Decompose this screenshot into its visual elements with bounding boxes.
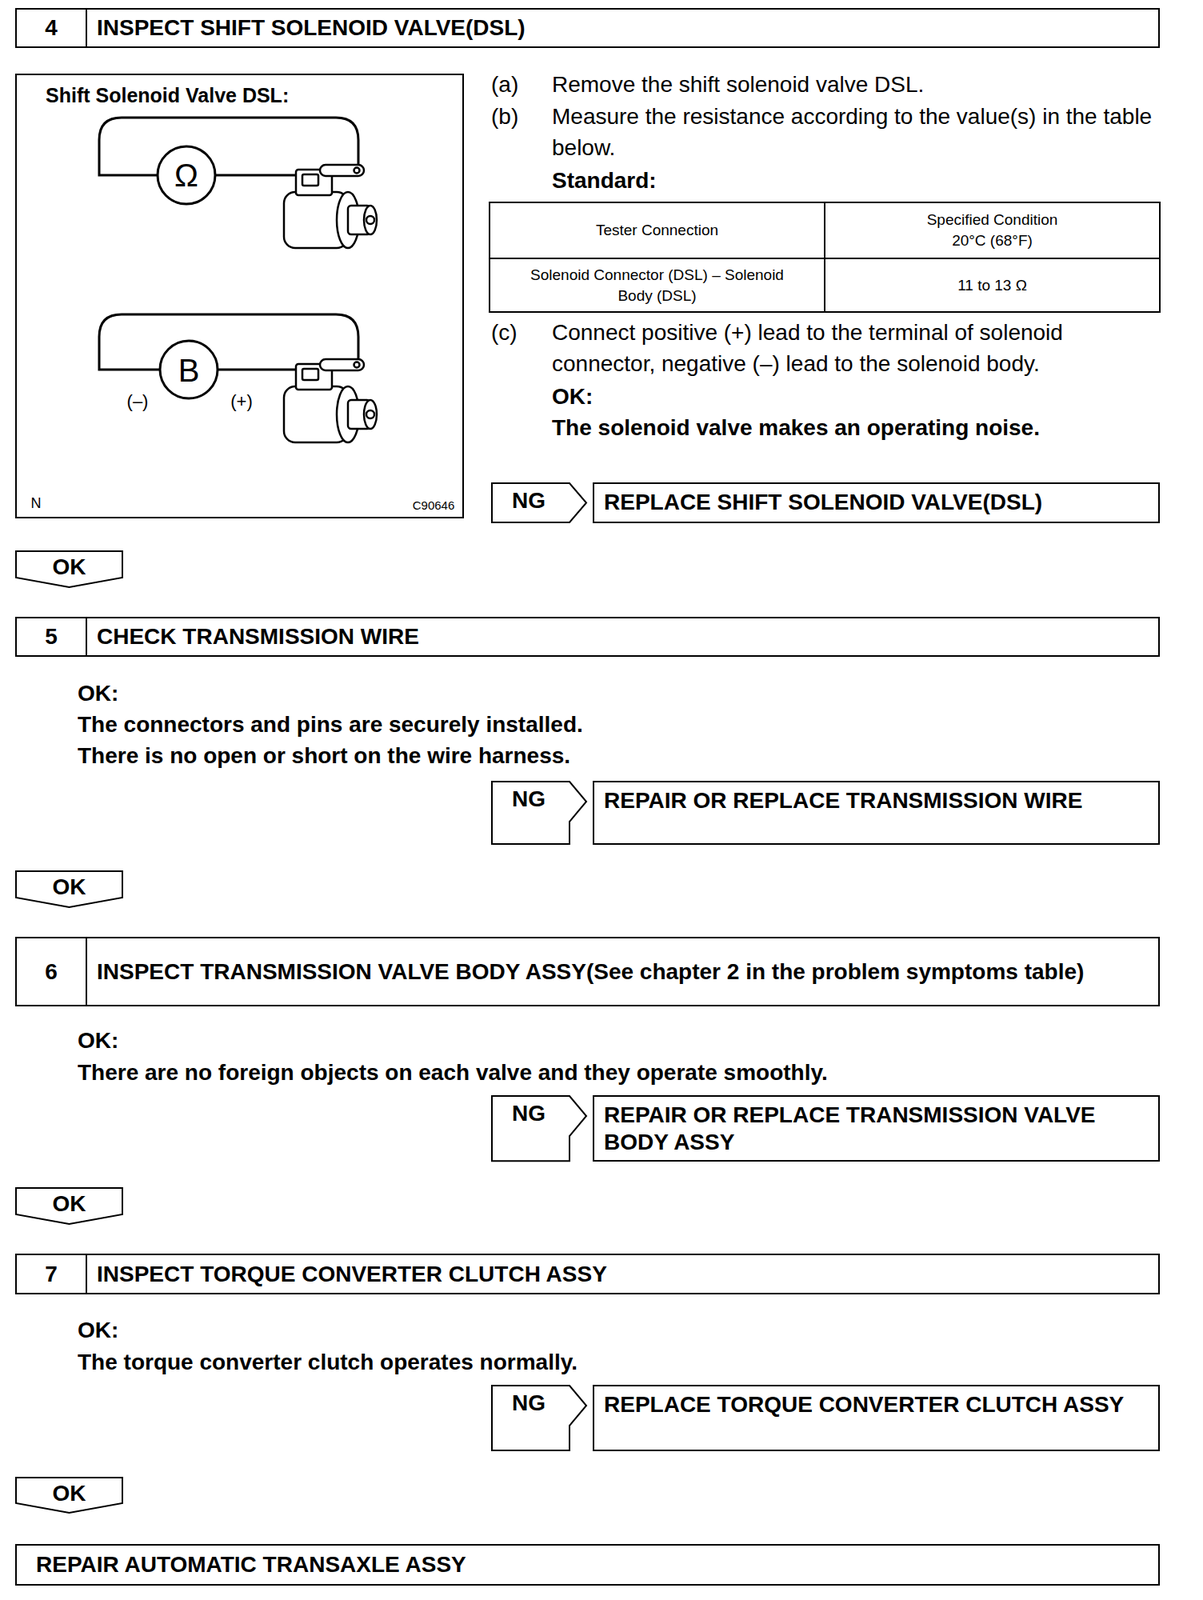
step-header: 5CHECK TRANSMISSION WIRE bbox=[15, 616, 1160, 657]
solenoid-valve bbox=[283, 164, 377, 248]
cell-text: Solenoid Connector (DSL) – Solenoid Body… bbox=[521, 264, 794, 306]
ng-arrow: NG bbox=[491, 780, 588, 845]
outline bbox=[491, 781, 587, 844]
cell-text: Specified Condition 20°C (68°F) bbox=[912, 209, 1073, 251]
step-number: 5 bbox=[16, 618, 88, 656]
figure-label: B bbox=[178, 354, 200, 387]
ng-label: NG bbox=[491, 1384, 588, 1417]
ok-tab: OK bbox=[15, 550, 124, 588]
check-text: OK: bbox=[551, 380, 593, 412]
instruction-text: Connect positive (+) lead to the termina… bbox=[551, 316, 1160, 380]
instruction-text: (b) bbox=[491, 100, 519, 132]
outline bbox=[15, 551, 123, 588]
figure-panel: Shift Solenoid Valve DSL: bbox=[15, 73, 464, 519]
ok-label: OK bbox=[15, 550, 124, 581]
result-box: REPAIR OR REPLACE TRANSMISSION WIRE bbox=[592, 780, 1160, 845]
table-rule bbox=[489, 257, 1160, 260]
result-text: REPLACE SHIFT SOLENOID VALVE(DSL) bbox=[594, 483, 1159, 521]
outline bbox=[15, 1477, 123, 1513]
test-lead bbox=[217, 368, 296, 372]
step-title: INSPECT TRANSMISSION VALVE BODY ASSY(See… bbox=[87, 955, 1159, 989]
step-header: 4INSPECT SHIFT SOLENOID VALVE(DSL) bbox=[15, 7, 1160, 48]
table-rule bbox=[823, 202, 826, 312]
figure-title: Shift Solenoid Valve DSL: bbox=[16, 75, 463, 108]
test-lead bbox=[99, 117, 359, 176]
test-lead bbox=[215, 174, 296, 177]
outline bbox=[491, 483, 587, 523]
ng-arrow: NG bbox=[491, 1095, 588, 1162]
table-cell: Tester Connection bbox=[489, 202, 825, 259]
step-title: INSPECT SHIFT SOLENOID VALVE(DSL) bbox=[87, 11, 1159, 45]
figure-label: N bbox=[31, 495, 42, 511]
check-text: The solenoid valve makes an operating no… bbox=[551, 411, 1160, 444]
outline bbox=[15, 1187, 123, 1224]
figure-label: (–) bbox=[127, 392, 149, 411]
table-cell: Solenoid Connector (DSL) – Solenoid Body… bbox=[489, 258, 825, 312]
ng-label: NG bbox=[491, 1095, 588, 1128]
instruction-text: (a) bbox=[491, 68, 519, 100]
outline bbox=[491, 1095, 587, 1161]
table-cell: 11 to 13 Ω bbox=[824, 258, 1160, 312]
check-text: The connectors and pins are securely ins… bbox=[77, 708, 1150, 740]
step-number: 6 bbox=[16, 938, 88, 1005]
step-title: INSPECT TORQUE CONVERTER CLUTCH ASSY bbox=[87, 1257, 1159, 1291]
check-text: OK: bbox=[77, 1024, 119, 1056]
outline bbox=[15, 871, 123, 908]
result-text: REPAIR OR REPLACE TRANSMISSION VALVE BOD… bbox=[594, 1096, 1159, 1160]
ng-arrow: NG bbox=[491, 482, 588, 524]
cell-text: 11 to 13 Ω bbox=[957, 275, 1028, 296]
ok-label: OK bbox=[15, 1187, 124, 1218]
result-box: REPAIR OR REPLACE TRANSMISSION VALVE BOD… bbox=[592, 1095, 1160, 1162]
cell-text: Tester Connection bbox=[595, 219, 719, 241]
step-number: 7 bbox=[16, 1254, 88, 1293]
step-number: 4 bbox=[16, 9, 88, 47]
ng-label: NG bbox=[491, 780, 588, 813]
outline bbox=[491, 1385, 587, 1451]
table-cell: Specified Condition 20°C (68°F) bbox=[824, 202, 1160, 259]
step-header: 7INSPECT TORQUE CONVERTER CLUTCH ASSY bbox=[15, 1253, 1160, 1295]
ok-tab: OK bbox=[15, 1187, 124, 1225]
ok-tab: OK bbox=[15, 1476, 124, 1514]
table-border bbox=[489, 202, 1160, 312]
ok-tab: OK bbox=[15, 870, 124, 908]
solenoid-valve bbox=[283, 359, 377, 443]
ok-label: OK bbox=[15, 870, 124, 901]
instruction-text: Remove the shift solenoid valve DSL. bbox=[551, 68, 1160, 100]
test-lead bbox=[99, 314, 359, 370]
final-box: REPAIR AUTOMATIC TRANSAXLE ASSY bbox=[15, 1543, 1160, 1586]
result-text: REPAIR OR REPLACE TRANSMISSION WIRE bbox=[594, 782, 1159, 820]
ok-label: OK bbox=[15, 1476, 124, 1507]
result-box: REPLACE SHIFT SOLENOID VALVE(DSL) bbox=[592, 482, 1160, 524]
result-box: REPLACE TORQUE CONVERTER CLUTCH ASSY bbox=[592, 1384, 1160, 1451]
instruction-text: Measure the resistance according to the … bbox=[551, 100, 1160, 164]
check-text: Standard: bbox=[551, 164, 657, 196]
battery-symbol bbox=[159, 340, 218, 399]
check-text: OK: bbox=[77, 677, 119, 709]
check-text: OK: bbox=[77, 1314, 119, 1346]
ohmmeter-symbol bbox=[157, 146, 216, 204]
step-title: CHECK TRANSMISSION WIRE bbox=[87, 619, 1159, 654]
figure-label: Ω bbox=[174, 159, 199, 192]
check-text: There is no open or short on the wire ha… bbox=[77, 739, 1150, 772]
step-header: 6INSPECT TRANSMISSION VALVE BODY ASSY(Se… bbox=[15, 936, 1160, 1007]
instruction-text: (c) bbox=[491, 316, 518, 348]
ng-arrow: NG bbox=[491, 1384, 588, 1451]
result-text: REPLACE TORQUE CONVERTER CLUTCH ASSY bbox=[594, 1386, 1159, 1423]
figure-label: C90646 bbox=[412, 499, 456, 512]
ng-label: NG bbox=[491, 482, 588, 515]
final-text: REPAIR AUTOMATIC TRANSAXLE ASSY bbox=[16, 1545, 1159, 1584]
check-text: There are no foreign objects on each val… bbox=[77, 1056, 1150, 1088]
figure-label: (+) bbox=[230, 392, 253, 411]
check-text: The torque converter clutch operates nor… bbox=[77, 1346, 1150, 1378]
